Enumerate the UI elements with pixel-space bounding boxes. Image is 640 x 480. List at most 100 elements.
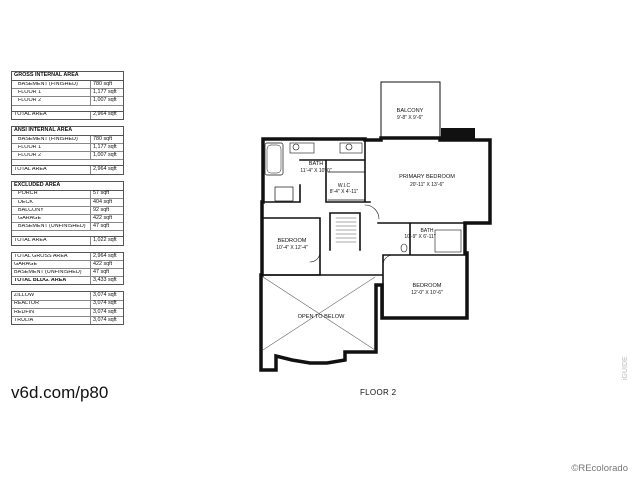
watermark-url: v6d.com/p80 bbox=[11, 383, 109, 402]
total-value: 3,433 sqft bbox=[90, 277, 123, 285]
total-label: TOTAL BLDG. AREA bbox=[14, 278, 67, 284]
area-table-row: FLOOR 1 1,177 sqft bbox=[12, 89, 123, 98]
row-label: TOTAL GROSS AREA bbox=[14, 253, 68, 259]
total-value: 1,022 sqft bbox=[90, 237, 123, 245]
row-value: 422 sqft bbox=[90, 215, 123, 223]
area-table-title: ANSI INTERNAL AREA bbox=[12, 127, 123, 136]
area-table-total: TOTAL AREA 1,022 sqft bbox=[12, 236, 123, 245]
row-value: 1,007 sqft bbox=[90, 97, 123, 105]
row-label: REALTOR bbox=[14, 301, 39, 307]
total-value: 2,964 sqft bbox=[90, 166, 123, 174]
row-label: BASEMENT (UNFINISHED) bbox=[18, 224, 86, 230]
area-table-row: GARAGE 422 sqft bbox=[12, 260, 123, 269]
row-label: FLOOR 2 bbox=[18, 153, 42, 159]
open-cross bbox=[262, 276, 376, 351]
area-table-total: TOTAL BLDG. AREA 3,433 sqft bbox=[12, 277, 123, 285]
area-table-row: DECK 404 sqft bbox=[12, 198, 123, 207]
area-tables: GROSS INTERNAL AREA BASEMENT (FINISHED) … bbox=[11, 71, 124, 331]
row-value: 47 sqft bbox=[90, 269, 123, 277]
area-table: ANSI INTERNAL AREA BASEMENT (FINISHED) 7… bbox=[11, 125, 124, 175]
row-label: BASEMENT (FINISHED) bbox=[18, 81, 78, 87]
area-table-row: BASEMENT (UNFINISHED) 47 sqft bbox=[12, 269, 123, 278]
interior-walls-primary bbox=[377, 222, 466, 319]
exterior-walls bbox=[259, 136, 492, 372]
row-value: 57 sqft bbox=[90, 190, 123, 198]
wic-dims: 8'-4" X 4'-11" bbox=[330, 189, 359, 195]
row-value: 1,007 sqft bbox=[90, 152, 123, 160]
bedroom2-dims: 12'-0" X 10'-6" bbox=[411, 290, 443, 296]
open-to-below-label: OPEN TO BELOW bbox=[298, 314, 345, 320]
row-value: 3,074 sqft bbox=[90, 308, 123, 316]
area-table-row: TRULIA 3,074 sqft bbox=[12, 316, 123, 325]
area-table: ZILLOW 3,074 sqft REALTOR 3,074 sqft RED… bbox=[11, 291, 124, 326]
row-label: ZILLOW bbox=[14, 293, 35, 299]
total-value: 2,964 sqft bbox=[90, 111, 123, 119]
row-label: FLOOR 2 bbox=[18, 98, 42, 104]
row-value: 3,074 sqft bbox=[90, 300, 123, 308]
room-labels: BALCONY 9'-8" X 9'-6" BATH 11'-4" X 10'-… bbox=[276, 108, 455, 320]
area-table-row: FLOOR 2 1,007 sqft bbox=[12, 152, 123, 161]
area-table-row: REALTOR 3,074 sqft bbox=[12, 300, 123, 309]
area-table-row: BALCONY 92 sqft bbox=[12, 206, 123, 216]
area-table: TOTAL GROSS AREA 2,964 sqft GARAGE 422 s… bbox=[11, 251, 124, 286]
row-label: PORCH bbox=[18, 191, 38, 197]
area-table-row: BASEMENT (FINISHED) 780 sqft bbox=[12, 135, 123, 144]
floor-label: FLOOR 2 bbox=[360, 388, 397, 397]
row-value: 92 sqft bbox=[90, 206, 123, 215]
area-table-row: GARAGE 422 sqft bbox=[12, 215, 123, 224]
area-table-total: TOTAL AREA 2,964 sqft bbox=[12, 165, 123, 174]
balcony-dims: 9'-8" X 9'-6" bbox=[397, 115, 423, 121]
stair-walls bbox=[329, 212, 361, 251]
bath2-label: BATH bbox=[421, 228, 434, 234]
area-table-total: TOTAL AREA 2,964 sqft bbox=[12, 110, 123, 119]
row-value: 404 sqft bbox=[90, 198, 123, 206]
row-value: 2,964 sqft bbox=[90, 252, 123, 260]
row-label: REDFIN bbox=[14, 309, 35, 315]
bedroom1-label: BEDROOM bbox=[278, 238, 307, 244]
balcony-label: BALCONY bbox=[397, 108, 424, 114]
row-label: TRULIA bbox=[14, 317, 34, 323]
area-table: EXCLUDED AREA PORCH 57 sqft DECK 404 sqf… bbox=[11, 180, 124, 246]
side-watermark: iGUIDE bbox=[622, 356, 629, 380]
bedroom2-label: BEDROOM bbox=[413, 283, 442, 289]
bedroom1-dims: 10'-4" X 12'-4" bbox=[276, 245, 308, 251]
row-value: 1,177 sqft bbox=[90, 89, 123, 97]
credit-text: ©REcolorado bbox=[571, 463, 628, 474]
area-table-title: EXCLUDED AREA bbox=[12, 182, 123, 191]
bath2-dims: 10'-9" X 6'-11" bbox=[404, 234, 435, 240]
bath1-dims: 11'-4" X 10'-0" bbox=[300, 168, 331, 174]
area-table-row: BASEMENT (UNFINISHED) 47 sqft bbox=[12, 223, 123, 232]
row-value: 780 sqft bbox=[90, 81, 123, 89]
interior-walls-bath bbox=[262, 139, 371, 203]
primary-bedroom-dims: 20'-11" X 13'-6" bbox=[410, 182, 444, 188]
row-label: BALCONY bbox=[18, 207, 44, 213]
area-table-row: FLOOR 2 1,007 sqft bbox=[12, 97, 123, 106]
area-table-title: GROSS INTERNAL AREA bbox=[12, 72, 123, 81]
row-label: GARAGE bbox=[14, 261, 38, 267]
row-label: BASEMENT (FINISHED) bbox=[18, 136, 78, 142]
area-table-row: PORCH 57 sqft bbox=[12, 190, 123, 199]
row-label: DECK bbox=[18, 199, 33, 205]
row-value: 3,074 sqft bbox=[90, 292, 123, 300]
chimney-block bbox=[441, 128, 475, 140]
area-table-row: ZILLOW 3,074 sqft bbox=[12, 292, 123, 301]
total-label: TOTAL AREA bbox=[14, 167, 47, 173]
primary-bedroom-label: PRIMARY BEDROOM bbox=[399, 174, 455, 180]
row-label: GARAGE bbox=[18, 215, 42, 221]
row-value: 3,074 sqft bbox=[90, 316, 123, 325]
wic-label: W.I.C bbox=[338, 183, 351, 189]
bath1-label: BATH bbox=[309, 161, 324, 167]
area-table-row: FLOOR 1 1,177 sqft bbox=[12, 143, 123, 153]
row-value: 422 sqft bbox=[90, 260, 123, 268]
area-table-row: TOTAL GROSS AREA 2,964 sqft bbox=[12, 252, 123, 261]
area-table-row: REDFIN 3,074 sqft bbox=[12, 308, 123, 317]
area-table: GROSS INTERNAL AREA BASEMENT (FINISHED) … bbox=[11, 71, 124, 120]
row-value: 1,177 sqft bbox=[90, 143, 123, 152]
row-value: 47 sqft bbox=[90, 223, 123, 231]
row-label: BASEMENT (UNFINISHED) bbox=[14, 269, 82, 275]
total-label: TOTAL AREA bbox=[14, 112, 47, 118]
row-label: FLOOR 1 bbox=[18, 144, 42, 150]
total-label: TOTAL AREA bbox=[14, 238, 47, 244]
area-table-row: BASEMENT (FINISHED) 780 sqft bbox=[12, 81, 123, 90]
